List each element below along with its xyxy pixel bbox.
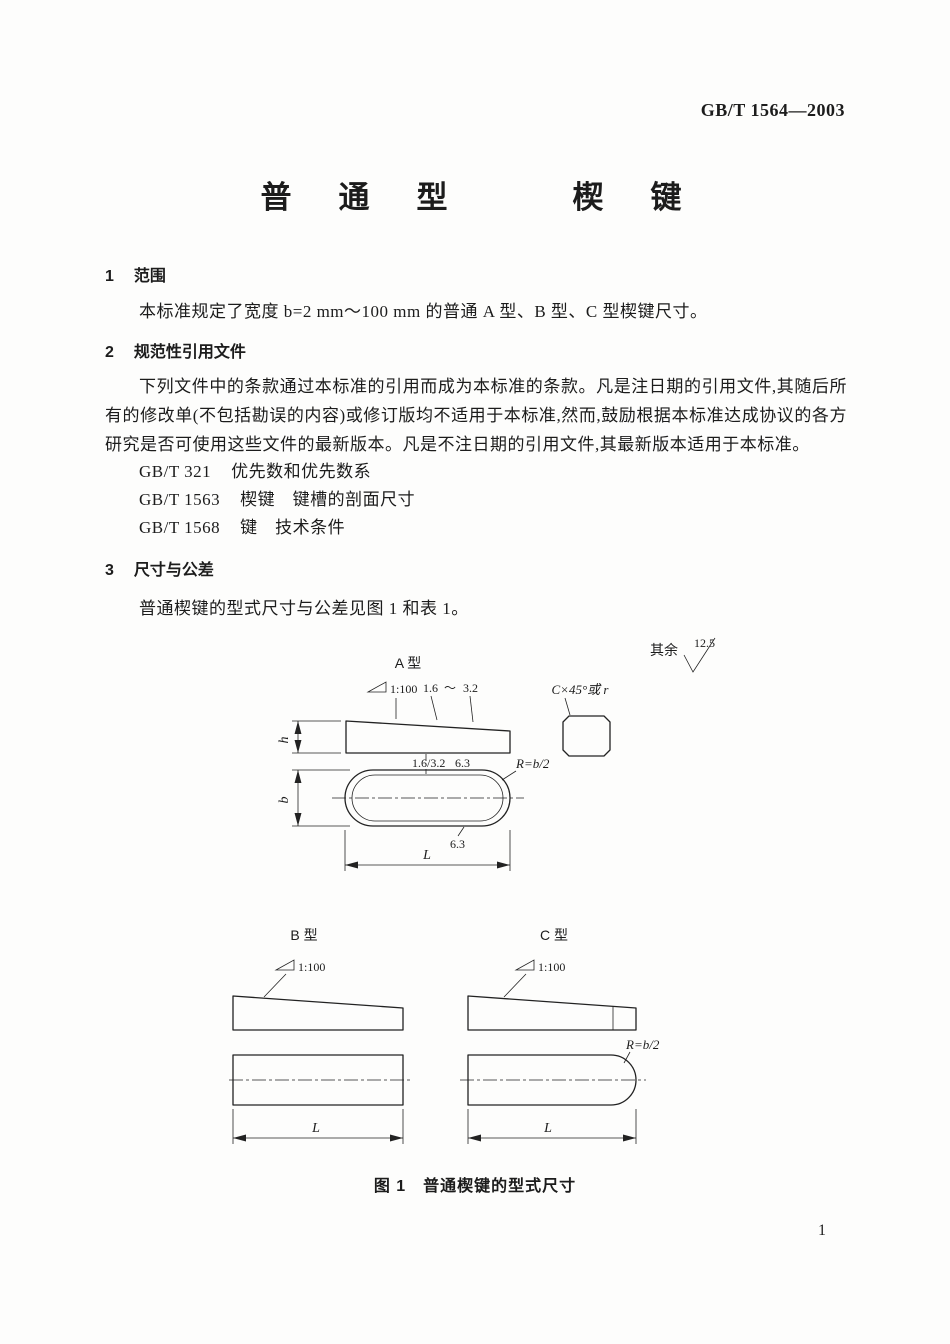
figure-caption: 图 1 普通楔键的型式尺寸: [373, 1178, 577, 1195]
reference-title: 优先数和优先数系: [231, 462, 372, 481]
section-1-number: 1: [105, 268, 114, 285]
slope-symbol-icon: [366, 681, 387, 693]
type-a-side-view: [345, 720, 511, 754]
reference-item: GB/T 1568 键 技术条件: [139, 513, 345, 538]
section-2-heading: 2 规范性引用文件: [105, 338, 246, 362]
type-c-drawing: C 型 1:100 R=b/2 L: [460, 927, 660, 1144]
dim-b-label: b: [277, 797, 292, 804]
type-c-plan-view: [467, 1054, 637, 1106]
roughness-32-label: 3.2: [463, 681, 478, 695]
roughness-check-icon: [683, 637, 716, 673]
roughness-leader-line: [457, 826, 465, 837]
roughness-prefix-label: 其余: [650, 642, 678, 658]
type-c-label: C 型: [540, 927, 568, 943]
type-a-plan-view: [344, 769, 511, 827]
type-a-cross-section: [562, 715, 611, 757]
figure-1-technical-drawing: 其余 12.5 A 型 1:100 1.6 ～ 3.2 h 1.6: [229, 636, 716, 1144]
section-3-heading: 3 尺寸与公差: [105, 556, 214, 580]
roughness-63-label: 6.3: [455, 756, 470, 770]
slope-symbol-icon: [274, 959, 295, 971]
slope-label: 1:100: [298, 960, 325, 974]
document-title: 普 通 型 楔 键: [260, 180, 690, 215]
chamfer-leader-line: [564, 697, 571, 716]
reference-title: 键 技术条件: [240, 518, 346, 537]
slope-label: 1:100: [538, 960, 565, 974]
roughness-tilde-label: ～: [444, 681, 456, 695]
section-1-heading: 1 范围: [105, 262, 166, 286]
section-2-title: 规范性引用文件: [133, 344, 246, 361]
dim-l-label: L: [311, 1121, 320, 1136]
section-1-body: 本标准规定了宽度 b=2 mm～100 mm 的普通 A 型、B 型、C 型楔键…: [139, 302, 708, 321]
slope-symbol-icon: [514, 959, 535, 971]
dim-l-label: L: [422, 848, 431, 863]
roughness-plan-label: 6.3: [450, 837, 465, 851]
type-b-label: B 型: [290, 927, 317, 943]
section-2-body: 下列文件中的条款通过本标准的引用而成为本标准的条款。凡是注日期的引用文件,其随后…: [105, 377, 847, 454]
type-b-drawing: B 型 1:100 L: [229, 927, 412, 1144]
section-3-number: 3: [105, 562, 114, 579]
section-3-body: 普通楔键的型式尺寸与公差见图 1 和表 1。: [139, 599, 469, 618]
chamfer-label: C×45°或 r: [552, 682, 610, 697]
type-a-label: A 型: [395, 655, 421, 671]
radius-leader-line: [623, 1051, 631, 1064]
slope-leader-line: [503, 973, 527, 998]
roughness-leader-line: [469, 695, 474, 723]
roughness-leader-line: [430, 695, 438, 721]
type-b-side-view: [232, 995, 404, 1031]
page-number: 1: [818, 1222, 826, 1239]
reference-item: GB/T 1563 楔键 键槽的剖面尺寸: [139, 485, 415, 510]
dim-l-label: L: [543, 1121, 552, 1136]
reference-code: GB/T 1563: [139, 490, 221, 509]
radius-leader-line: [501, 770, 517, 781]
radius-label: R=b/2: [515, 756, 550, 771]
section-1-title: 范围: [133, 268, 166, 285]
reference-code: GB/T 1568: [139, 518, 221, 537]
type-c-side-view: [467, 995, 637, 1031]
type-a-drawing: A 型 1:100 1.6 ～ 3.2 h 1.6/3.2 6.3: [277, 655, 611, 871]
section-3-title: 尺寸与公差: [133, 562, 214, 579]
slope-label: 1:100: [390, 682, 417, 696]
reference-item: GB/T 321 优先数和优先数系: [139, 457, 371, 482]
slope-leader-line: [263, 973, 287, 998]
reference-code: GB/T 321: [139, 462, 212, 481]
reference-title: 楔键 键槽的剖面尺寸: [240, 490, 416, 509]
radius-label: R=b/2: [625, 1037, 660, 1052]
general-roughness-note: 其余 12.5: [650, 636, 716, 673]
dim-h-label: h: [277, 737, 292, 744]
type-a-plan-inner-edge: [351, 774, 504, 822]
roughness-bottom-label: 1.6/3.2: [412, 756, 445, 770]
standard-number: GB/T 1564—2003: [700, 100, 845, 120]
roughness-16-label: 1.6: [423, 681, 438, 695]
section-2-number: 2: [105, 344, 114, 361]
